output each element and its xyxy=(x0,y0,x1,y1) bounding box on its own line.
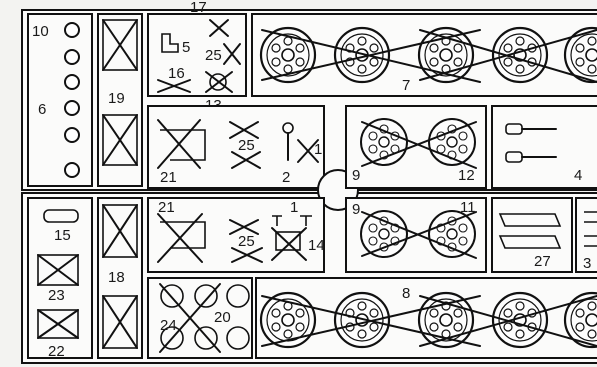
label-14: 14 xyxy=(308,237,325,254)
label-1-lower: 1 xyxy=(290,199,298,216)
label-3: 3 xyxy=(583,255,591,272)
label-15: 15 xyxy=(54,227,71,244)
label-21-upper: 21 xyxy=(160,169,177,186)
label-17: 17 xyxy=(190,0,207,16)
label-1-upper: 1 xyxy=(314,141,322,158)
plate-box-27 xyxy=(492,198,572,272)
label-25-lower: 25 xyxy=(238,233,255,250)
label-4: 4 xyxy=(574,167,582,184)
label-22: 22 xyxy=(48,343,65,360)
label-25-top: 25 xyxy=(205,47,222,64)
label-16: 16 xyxy=(168,65,185,82)
label-7: 7 xyxy=(402,77,410,94)
label-25-mid: 25 xyxy=(238,137,255,154)
label-11: 11 xyxy=(460,199,476,216)
label-20: 20 xyxy=(214,309,231,326)
label-23: 23 xyxy=(48,287,65,304)
label-8: 8 xyxy=(402,285,410,302)
label-10: 10 xyxy=(32,23,49,40)
label-24: 24 xyxy=(160,317,177,334)
label-6: 6 xyxy=(38,101,46,118)
label-27: 27 xyxy=(534,253,551,270)
label-5: 5 xyxy=(182,39,190,56)
label-2: 2 xyxy=(282,169,290,186)
label-18: 18 xyxy=(108,269,125,286)
label-19: 19 xyxy=(108,90,125,107)
label-12: 12 xyxy=(458,167,475,184)
label-9-lower: 9 xyxy=(352,201,360,218)
label-21-lower: 21 xyxy=(158,199,175,216)
label-9-upper: 9 xyxy=(352,167,360,184)
